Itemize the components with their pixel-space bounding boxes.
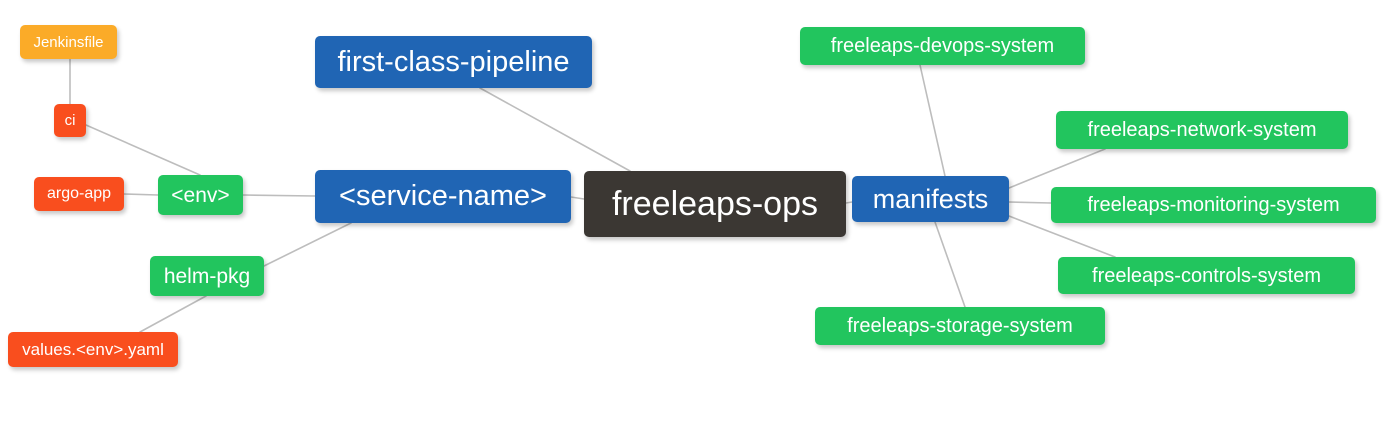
node-label-env: <env>: [171, 183, 230, 207]
node-first-class-pipeline[interactable]: first-class-pipeline: [315, 36, 592, 88]
node-label-freeleaps-controls-system: freeleaps-controls-system: [1092, 264, 1321, 287]
node-label-freeleaps-network-system: freeleaps-network-system: [1087, 119, 1317, 141]
node-freeleaps-ops[interactable]: freeleaps-ops: [584, 171, 846, 237]
node-argo-app[interactable]: argo-app: [34, 177, 124, 211]
edge-first-class-pipeline-to-freeleaps-ops: [479, 87, 631, 172]
node-label-first-class-pipeline: first-class-pipeline: [337, 45, 570, 78]
node-freeleaps-controls-system[interactable]: freeleaps-controls-system: [1058, 257, 1355, 294]
edge-manifests-to-freeleaps-network-system: [1008, 148, 1106, 189]
node-jenkinsfile[interactable]: Jenkinsfile: [20, 25, 117, 59]
node-label-freeleaps-monitoring-system: freeleaps-monitoring-system: [1087, 194, 1340, 216]
node-label-ci: ci: [64, 112, 76, 129]
node-label-freeleaps-storage-system: freeleaps-storage-system: [847, 315, 1073, 337]
node-label-freeleaps-ops: freeleaps-ops: [611, 185, 818, 223]
edge-ci-to-env: [85, 124, 201, 176]
node-manifests[interactable]: manifests: [852, 176, 1009, 222]
edge-freeleaps-devops-system-to-manifests: [919, 64, 946, 177]
edge-manifests-to-freeleaps-monitoring-system: [1008, 201, 1052, 204]
node-values-yaml[interactable]: values.<env>.yaml: [8, 332, 178, 367]
node-freeleaps-network-system[interactable]: freeleaps-network-system: [1056, 111, 1348, 149]
node-label-argo-app: argo-app: [46, 185, 112, 202]
edge-manifests-to-freeleaps-storage-system: [934, 221, 966, 308]
node-freeleaps-devops-system[interactable]: freeleaps-devops-system: [800, 27, 1085, 65]
edge-argo-app-to-env: [123, 193, 159, 196]
node-label-freeleaps-devops-system: freeleaps-devops-system: [830, 35, 1055, 57]
node-helm-pkg[interactable]: helm-pkg: [150, 256, 264, 296]
node-label-manifests: manifests: [872, 183, 989, 214]
edge-helm-pkg-to-values-yaml: [139, 295, 207, 333]
edge-env-to-service-name: [242, 194, 316, 197]
edge-service-name-to-freeleaps-ops: [570, 196, 585, 200]
node-freeleaps-storage-system[interactable]: freeleaps-storage-system: [815, 307, 1105, 345]
edge-service-name-to-helm-pkg: [263, 222, 352, 267]
node-env[interactable]: <env>: [158, 175, 243, 215]
node-label-values-yaml: values.<env>.yaml: [22, 340, 164, 359]
node-service-name[interactable]: <service-name>: [315, 170, 571, 223]
node-label-jenkinsfile: Jenkinsfile: [33, 33, 104, 51]
node-ci[interactable]: ci: [54, 104, 86, 137]
node-freeleaps-monitoring-system[interactable]: freeleaps-monitoring-system: [1051, 187, 1376, 223]
node-label-helm-pkg: helm-pkg: [163, 264, 251, 288]
node-label-service-name: <service-name>: [339, 180, 547, 212]
